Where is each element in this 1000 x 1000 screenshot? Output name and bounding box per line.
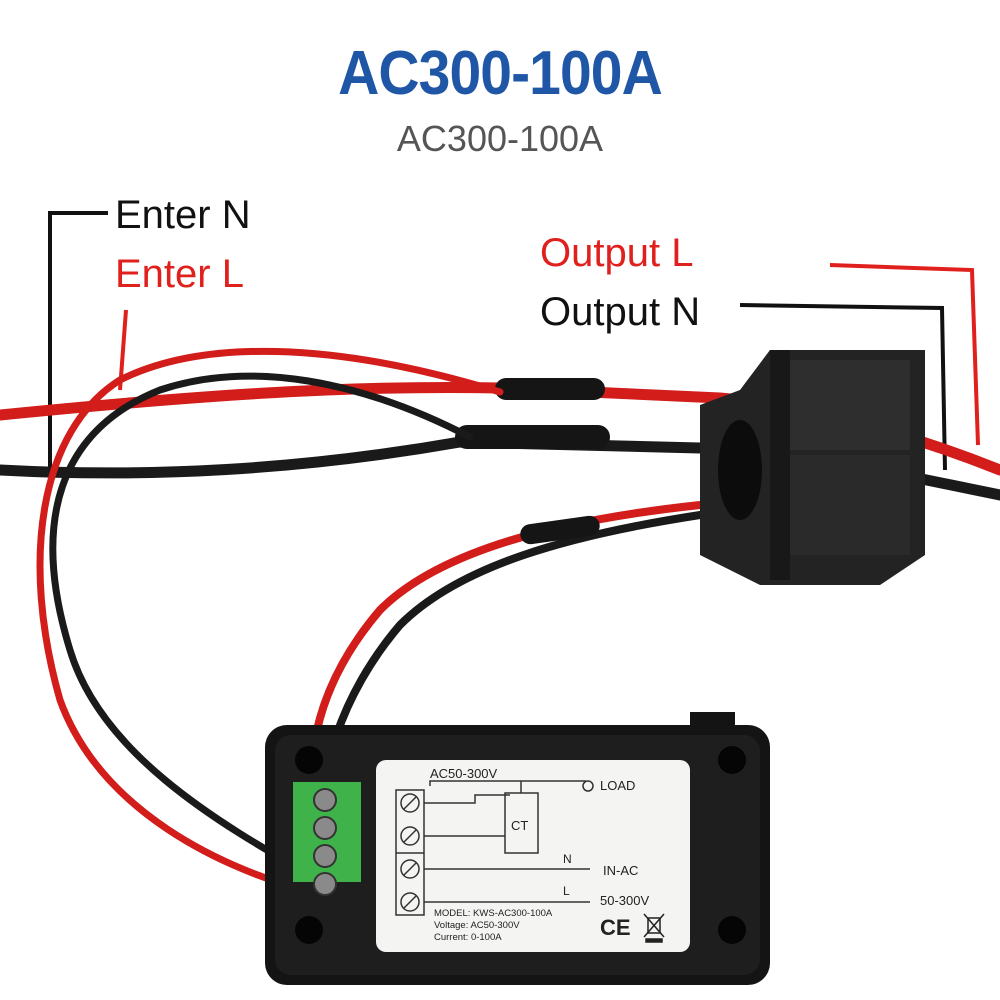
plate-l: L [563,884,570,898]
ct-lead-sleeve [520,515,600,545]
black-splice-sleeve [455,425,610,449]
enter-n-label: Enter N [115,193,251,237]
plate-current: Current: 0-100A [434,932,502,943]
wiring-diagram [395,780,594,916]
enter-n-leader [48,211,108,470]
plate-model: MODEL: KWS-AC300-100A [434,908,553,919]
plate-voltage-top: AC50-300V [430,766,498,781]
plate-range: 50-300V [600,893,649,908]
plate-n: N [563,852,572,866]
tap-red-wire [36,347,504,899]
plate-load: LOAD [600,778,635,793]
enter-l-label: Enter L [115,252,244,296]
meter-module [265,712,770,985]
current-transformer-clamp [700,350,925,585]
output-n-label: Output N [540,290,701,334]
wiring-label-plate [376,760,690,952]
plate-voltage: Voltage: AC50-300V [434,920,520,931]
weee-bin-icon [643,913,665,943]
plate-ct: CT [511,818,528,833]
output-l-leader [829,263,980,446]
page-title: AC300-100A [338,39,663,108]
ce-mark: CE [600,915,631,940]
plate-in-ac: IN-AC [603,863,638,878]
output-l-label: Output L [540,231,694,275]
page-subtitle: AC300-100A [396,118,604,159]
red-splice-sleeve [495,378,605,400]
output-n-leader [739,303,947,471]
tap-black-wire [49,372,474,884]
